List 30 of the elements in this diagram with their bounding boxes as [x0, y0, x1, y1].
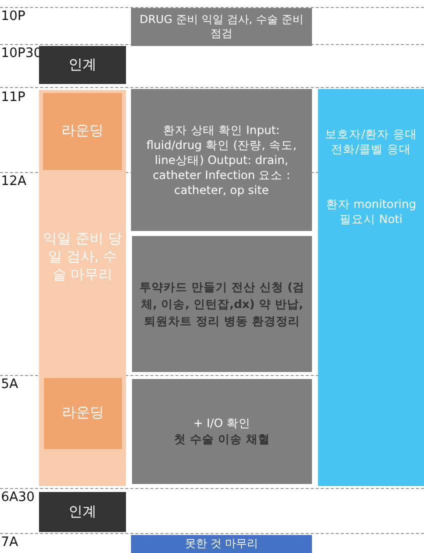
- time-label: 10P: [1, 9, 26, 24]
- rounding-block: [44, 378, 122, 449]
- handover-block: [39, 46, 126, 84]
- task-block: [131, 89, 312, 231]
- task-column: [318, 89, 424, 486]
- time-label: 12A: [1, 174, 26, 189]
- task-text: 보호자/환자 응대 전화/콜벨 응대: [324, 127, 418, 157]
- time-label: 5A: [1, 377, 18, 392]
- task-text: DRUG 준비 익일 검사, 수술 준비 점검: [138, 13, 304, 41]
- task-text: 첫 수술 이송 채혈: [172, 430, 271, 448]
- task-text: 투약카드 만들기 전산 신청 (검체, 이송, 인턴잡,dx) 약 반납, 퇴원차트 정리 병동 환경정리: [138, 278, 306, 330]
- task-block: [131, 535, 312, 553]
- task-block: [131, 8, 312, 46]
- task-text: 환자 monitoring 필요시 Noti: [324, 197, 418, 227]
- rounding-label: 라운딩: [61, 406, 105, 421]
- rounding-label: 라운딩: [60, 124, 104, 139]
- time-label: 6A30: [1, 490, 35, 505]
- task-block: [132, 379, 312, 484]
- task-block: [132, 236, 312, 372]
- task-text: 환자 상태 확인 Input: fluid/drug 확인 (잔량, 속도, line상태) Output: drain, catheter Infection 요소 : catheter, op site: [145, 122, 298, 198]
- handover-label: 인계: [68, 58, 98, 72]
- handover-block: [39, 492, 126, 532]
- task-text: 못한 것 마무리: [184, 537, 259, 551]
- task-column: [39, 90, 126, 486]
- task-text: 익일 준비 당일 검사, 수술 마무리: [42, 230, 123, 284]
- handover-label: 인계: [68, 504, 98, 520]
- time-label: 7A: [1, 535, 18, 550]
- task-text: + I/O 확인: [192, 416, 252, 430]
- rounding-block: [43, 93, 122, 170]
- time-label: 11P: [1, 90, 26, 105]
